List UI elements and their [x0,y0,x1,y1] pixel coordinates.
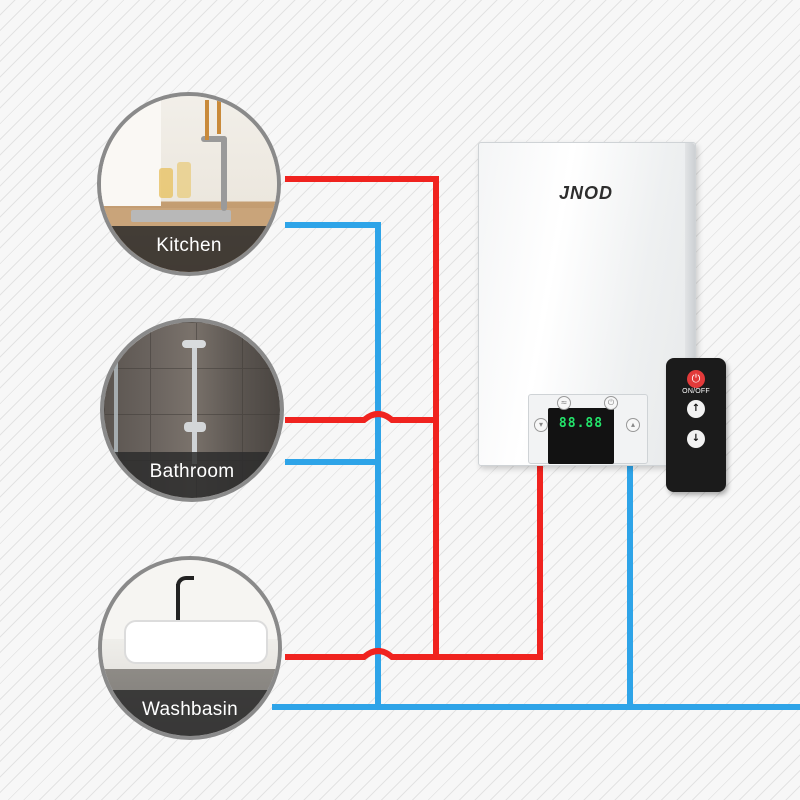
power-icon[interactable]: ⏻ [687,370,705,388]
chevron-down-icon[interactable]: ▾ [534,418,548,432]
hot-pipe-kitchen [285,176,439,657]
washbasin-circle: Washbasin [98,556,282,740]
arrow-down-icon[interactable]: ↓ [687,430,705,448]
washbasin-label: Washbasin [102,690,278,736]
digital-display: 88.88 [548,408,614,464]
arrow-up-icon[interactable]: ↑ [687,400,705,418]
display-readout: 88.88 [558,416,604,431]
kitchen-circle: Kitchen [97,92,281,276]
hot-pipe-washbasin [285,462,543,660]
power-icon[interactable]: ⏻ [604,396,618,410]
chevron-up-icon[interactable]: ▴ [626,418,640,432]
hot-pipe-bathroom [285,411,436,423]
cold-water-pipes [272,222,800,710]
hot-water-pipes [285,176,543,660]
bathroom-label: Bathroom [104,452,280,498]
water-heater: JNOD [478,142,696,466]
bathroom-circle: Bathroom [100,318,284,502]
cold-pipe-kitchen [285,222,381,705]
kitchen-label: Kitchen [101,226,277,272]
mode-icon[interactable]: ≈ [557,396,571,410]
brand-logo: JNOD [559,183,614,203]
remote-control: ⏻ ON/OFF ↑ ↓ [666,358,726,492]
remote-power-label: ON/OFF [682,388,710,395]
